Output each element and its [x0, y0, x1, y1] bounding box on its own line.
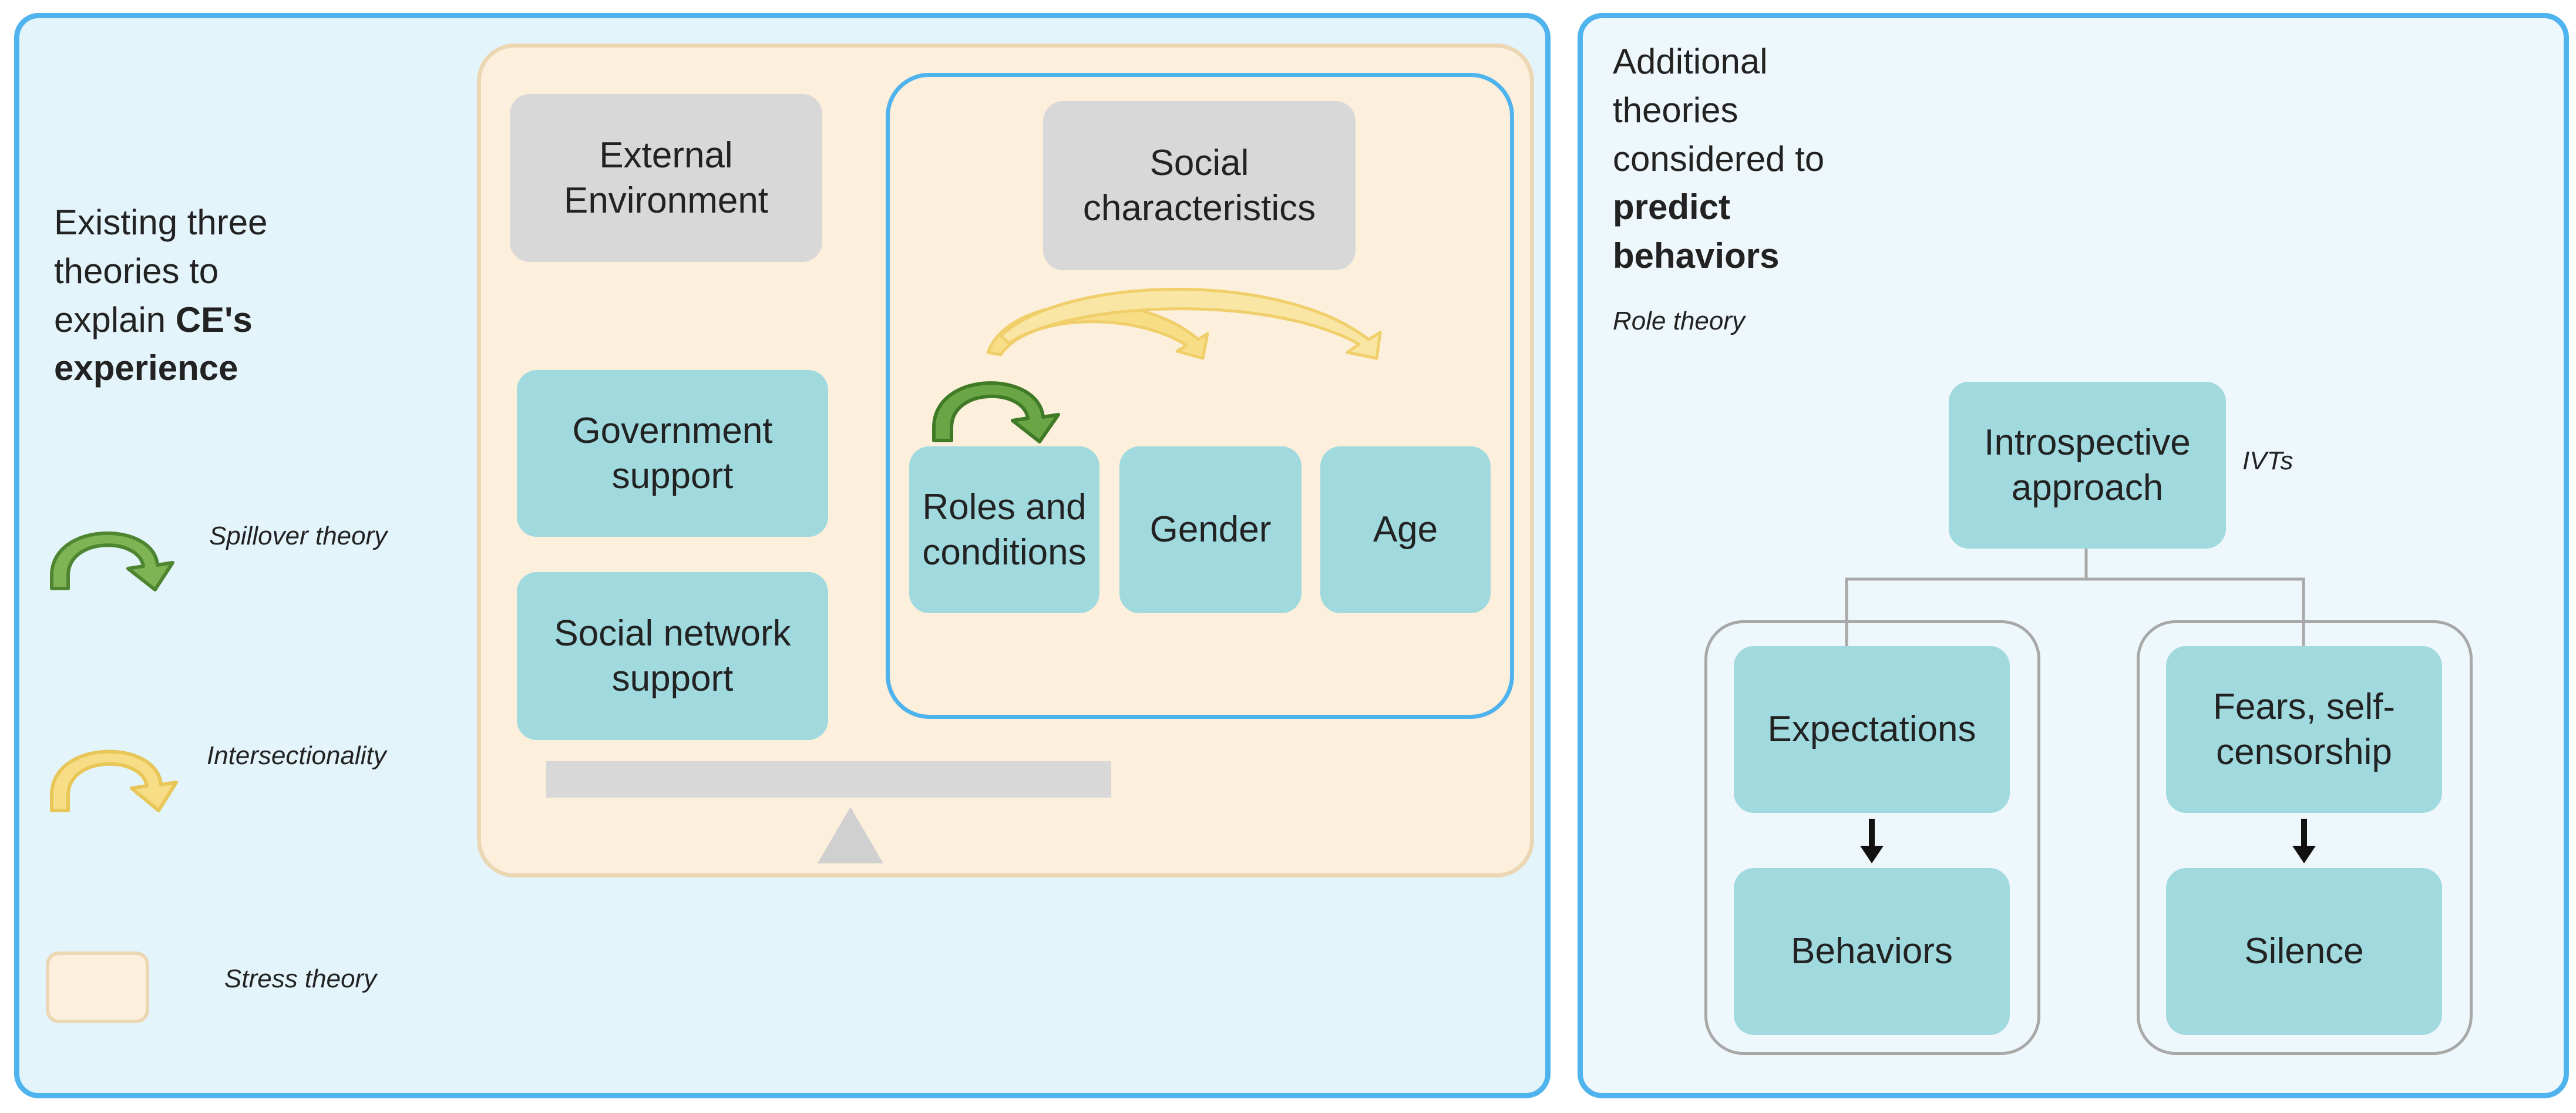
- fears-group-frame: [2137, 620, 2473, 1055]
- roles-conditions-box: Roles and conditions: [909, 446, 1099, 613]
- left-intro-prefix: Existing three theories to explain: [54, 203, 268, 339]
- behaviors-box: Behaviors: [1734, 868, 2010, 1035]
- ivts-label: IVTs: [2242, 446, 2293, 475]
- external-environment-box: External Environment: [510, 94, 822, 262]
- balance-fulcrum-icon: [818, 807, 883, 863]
- spillover-arrow-icon: [50, 531, 174, 591]
- expectations-box: Expectations: [1734, 646, 2010, 813]
- expectations-group-frame: [1704, 620, 2040, 1055]
- balance-beam: [546, 761, 1111, 798]
- right-intro-text: Additional theories considered to predic…: [1613, 38, 1883, 281]
- social-characteristics-frame: [886, 73, 1514, 719]
- social-characteristics-box: Social characteristics: [1043, 101, 1356, 270]
- role-theory-label: Role theory: [1613, 307, 1746, 335]
- fears-self-censorship-box: Fears, self-censorship: [2166, 646, 2442, 813]
- tree-connector: [1845, 546, 2305, 658]
- right-intro-bold: predict behaviors: [1613, 187, 1780, 276]
- stress-theory-swatch: [46, 951, 149, 1023]
- down-arrow-icon: [1860, 819, 1884, 863]
- down-arrow-icon: [2292, 819, 2316, 863]
- left-intro-bold: CE's experience: [54, 300, 253, 388]
- intersectionality-arrow-icon: [50, 749, 178, 812]
- spillover-arc-icon: [932, 381, 1060, 443]
- government-support-box: Government support: [517, 370, 828, 537]
- silence-box: Silence: [2166, 868, 2442, 1035]
- legend-spillover-label: Spillover theory: [209, 522, 388, 550]
- legend-intersectionality-label: Intersectionality: [207, 741, 386, 770]
- intersectionality-arc-icon: [986, 288, 1382, 360]
- left-intro-text: Existing three theories to explain CE's …: [54, 199, 324, 393]
- age-box: Age: [1320, 446, 1491, 613]
- right-intro-prefix: Additional theories considered to: [1613, 42, 1825, 179]
- legend-stress-label: Stress theory: [224, 964, 377, 993]
- social-network-support-box: Social network support: [517, 572, 828, 740]
- introspective-approach-box: Introspective approach: [1949, 382, 2226, 549]
- gender-box: Gender: [1119, 446, 1302, 613]
